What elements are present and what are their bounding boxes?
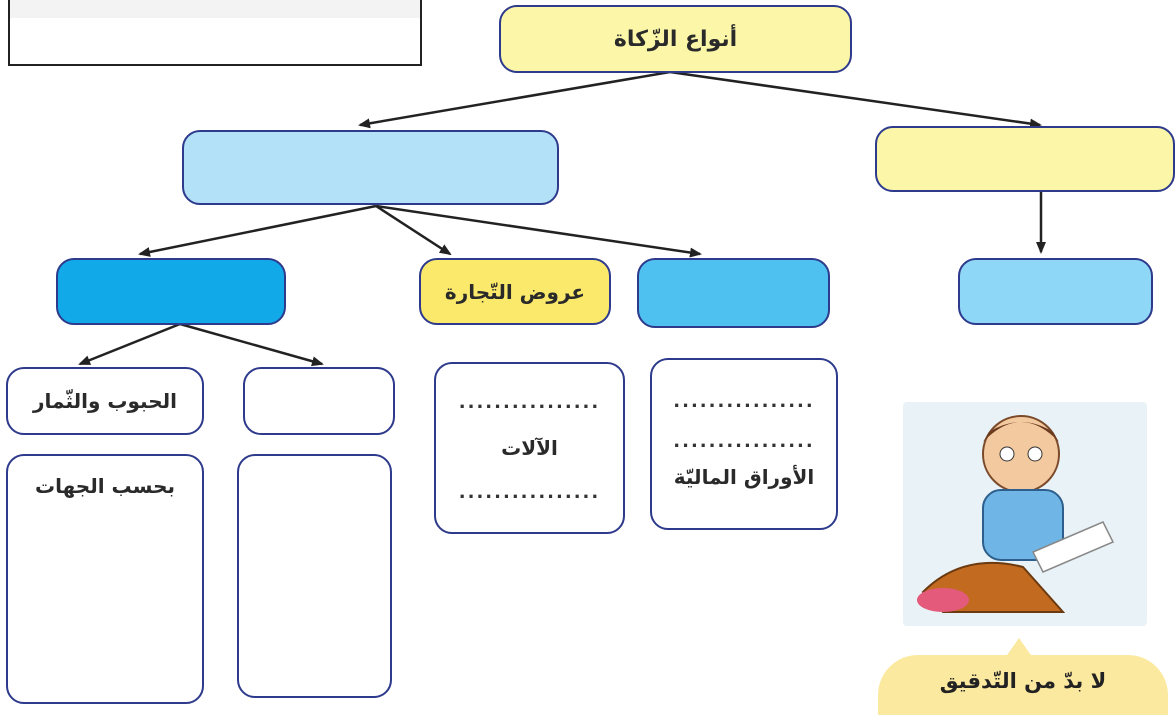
fill-line[interactable]: ................ [458,482,601,503]
left-category-box[interactable] [182,130,559,205]
machines-box: ................ الآلات ................ [434,362,625,534]
arrow-mid-to-skyblue [375,204,702,258]
speech-bubble: لا بدّ من التّدقيق [878,655,1168,715]
machines-label: الآلات [501,436,558,460]
securities-label: الأوراق الماليّة [673,465,815,489]
grains-box: الحبوب والثّمار [6,367,204,435]
arrow-root-to-left [358,70,671,129]
securities-box: ................ ................ الأورا… [650,358,838,530]
thinking-boy-illustration [903,402,1147,626]
fill-line[interactable]: ................ [673,431,815,452]
arrow-mid-to-tijara [375,204,452,256]
empty-small-box[interactable] [243,367,395,435]
sky-blue-box[interactable] [637,258,830,328]
fill-line[interactable]: ................ [458,392,601,413]
speech-bubble-tail [1005,638,1033,658]
arrow-mid-to-deepblue [138,204,377,257]
cropped-picture-frame [8,0,422,66]
grains-label: الحبوب والثّمار [33,389,177,413]
right-child-box[interactable] [958,258,1153,325]
by-sides-box: بحسب الجهات [6,454,204,704]
deep-blue-box[interactable] [56,258,286,325]
tijara-label: عروض التّجارة [444,279,586,304]
root-label: أنواع الزّكاة [613,26,738,52]
arrow-deepblue-to-empty [179,322,324,367]
root-box: أنواع الزّكاة [499,5,852,73]
arrow-root-to-right [669,70,1042,129]
empty-tall-box[interactable] [237,454,392,698]
tijara-box: عروض التّجارة [419,258,611,325]
arrow-deepblue-to-grains [78,322,181,366]
by-sides-label: بحسب الجهات [35,474,175,498]
speech-bubble-text: لا بدّ من التّدقيق [939,669,1107,693]
fill-line[interactable]: ................ [673,391,815,412]
right-category-box[interactable] [875,126,1175,192]
